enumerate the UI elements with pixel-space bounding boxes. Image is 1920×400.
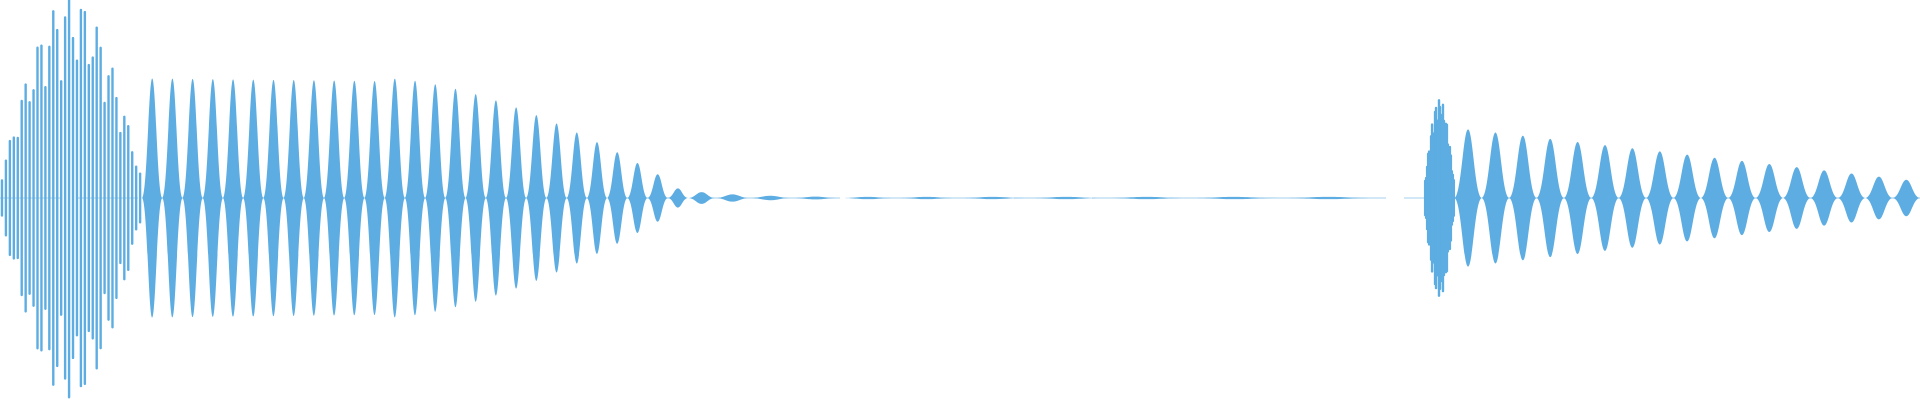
clip-1-lobe-25 [647, 174, 668, 222]
clip-2-lobe-0 [1454, 129, 1482, 267]
clip-1-transient-30 [119, 131, 122, 265]
clip-1-tail-lobe-11 [1279, 196, 1378, 200]
clip-1-lobe-2 [182, 78, 203, 318]
clip-1-lobe-0 [142, 78, 163, 318]
clip-1-lobe-14 [425, 84, 446, 312]
clip-1-transient-7 [28, 101, 31, 295]
clip-1-transient-19 [75, 59, 79, 337]
clip-1-lobe-16 [465, 94, 486, 302]
clip-2-lobe-11 [1755, 164, 1784, 232]
clip-2-lobe-8 [1673, 154, 1701, 242]
clip-1-transient-18 [71, 36, 75, 360]
clip-1-transient-11 [44, 85, 47, 311]
clip-2-lobe-10 [1728, 160, 1756, 236]
clip-1-transient-34 [134, 165, 138, 231]
clip-1-lobe-20 [546, 123, 567, 273]
clip-1-lobe-17 [485, 100, 507, 296]
clip-1-lobe-18 [506, 107, 527, 289]
clip-2-lobe-9 [1700, 157, 1729, 239]
clip-1-tail-lobe-4 [791, 196, 840, 200]
clip-1-transient-2 [8, 139, 12, 257]
clip-1-transient-32 [127, 124, 130, 272]
clip-1-lobe-9 [324, 80, 345, 316]
clip-1-lobe-7 [283, 80, 304, 316]
clip-1-transient-16 [63, 16, 67, 380]
clip-2-lobe-15 [1865, 176, 1893, 220]
clip-1-transient-15 [59, 80, 63, 316]
clip-1-lobe-12 [384, 78, 405, 318]
clip-1-transient-27 [107, 75, 110, 321]
clip-1-lobe-13 [404, 80, 426, 316]
clip-1-transient-31 [123, 115, 126, 281]
clip-2-lobe-16 [1892, 179, 1920, 217]
clip-1-transient-29 [115, 96, 118, 300]
clip-2-lobe-2 [1509, 135, 1537, 261]
clip-1-transient-9 [36, 46, 39, 350]
clip-1-transient-24 [95, 26, 98, 370]
clip-1-lobe-3 [202, 79, 223, 317]
clip-2-lobe-6 [1618, 148, 1647, 248]
clip-1-tail-lobe-1 [687, 192, 716, 204]
clip-1-tail-lobe-5 [839, 196, 896, 200]
clip-2-lobe-1 [1481, 132, 1510, 264]
clip-1-transient-13 [52, 10, 55, 386]
clip-1-transient-25 [99, 46, 102, 350]
clip-1-lobe-8 [303, 80, 325, 316]
clip-1-lobe-10 [344, 80, 365, 316]
clip-1-transient-4 [16, 136, 19, 260]
clip-1-lobe-21 [566, 132, 587, 264]
clip-1-lobe-24 [627, 162, 648, 234]
clip-1-lobe-19 [526, 115, 547, 281]
clip-1-tail-lobe-3 [749, 195, 792, 201]
clip-2-lobe-4 [1563, 141, 1592, 255]
clip-1-lobe-4 [222, 79, 244, 317]
clip-1-transient-21 [83, 10, 87, 386]
clip-2-lobe-12 [1783, 167, 1811, 229]
clip-1-lobe-1 [162, 78, 183, 318]
clip-1-lobe-15 [445, 88, 466, 308]
clip-2-lobe-13 [1810, 170, 1838, 226]
clip-1-tail-lobe-0 [667, 188, 688, 208]
clip-1-tail-lobe-6 [895, 196, 958, 200]
clip-2-lobe-14 [1837, 173, 1866, 223]
clip-1-transient-23 [91, 56, 94, 340]
clip-1-lobe-23 [607, 152, 628, 244]
clip-1-transient-17 [67, 0, 71, 399]
clip-1-transient-35 [138, 172, 142, 224]
clip-1-transient-22 [87, 63, 90, 333]
clip-1-tail-lobe-8 [1027, 196, 1105, 200]
clip-1-transient-26 [103, 101, 106, 295]
clip-1-lobe-6 [263, 79, 284, 317]
clip-1-transient-5 [20, 99, 23, 297]
clip-1-transient-12 [48, 45, 51, 351]
clip-1-transient-0 [0, 179, 4, 217]
clip-1-lobe-5 [243, 79, 264, 317]
clip-1-transient-14 [56, 28, 59, 368]
clip-1-tail-lobe-10 [1188, 196, 1280, 200]
clip-1-transient-6 [24, 83, 27, 313]
clip-1-lobe-22 [586, 142, 608, 254]
clip-1-transient-8 [32, 89, 35, 307]
clip-1-transient-20 [79, 8, 83, 388]
clip-2-transient-29 [1452, 179, 1456, 217]
clip-1-transient-1 [4, 159, 8, 237]
clip-1-transient-3 [12, 136, 16, 260]
clip-1-lobe-11 [364, 80, 385, 316]
clip-1-transient-28 [111, 67, 114, 329]
clip-1-tail-lobe-2 [715, 194, 750, 202]
clip-2-lobe-3 [1536, 138, 1564, 258]
clip-1-transient-10 [40, 44, 43, 352]
clip-2-lobe-7 [1646, 151, 1674, 245]
clip-2-lobe-5 [1591, 145, 1619, 251]
clip-1-transient-33 [131, 151, 134, 245]
clip-1-tail-lobe-7 [957, 196, 1028, 200]
clip-1-tail-lobe-9 [1104, 196, 1189, 200]
